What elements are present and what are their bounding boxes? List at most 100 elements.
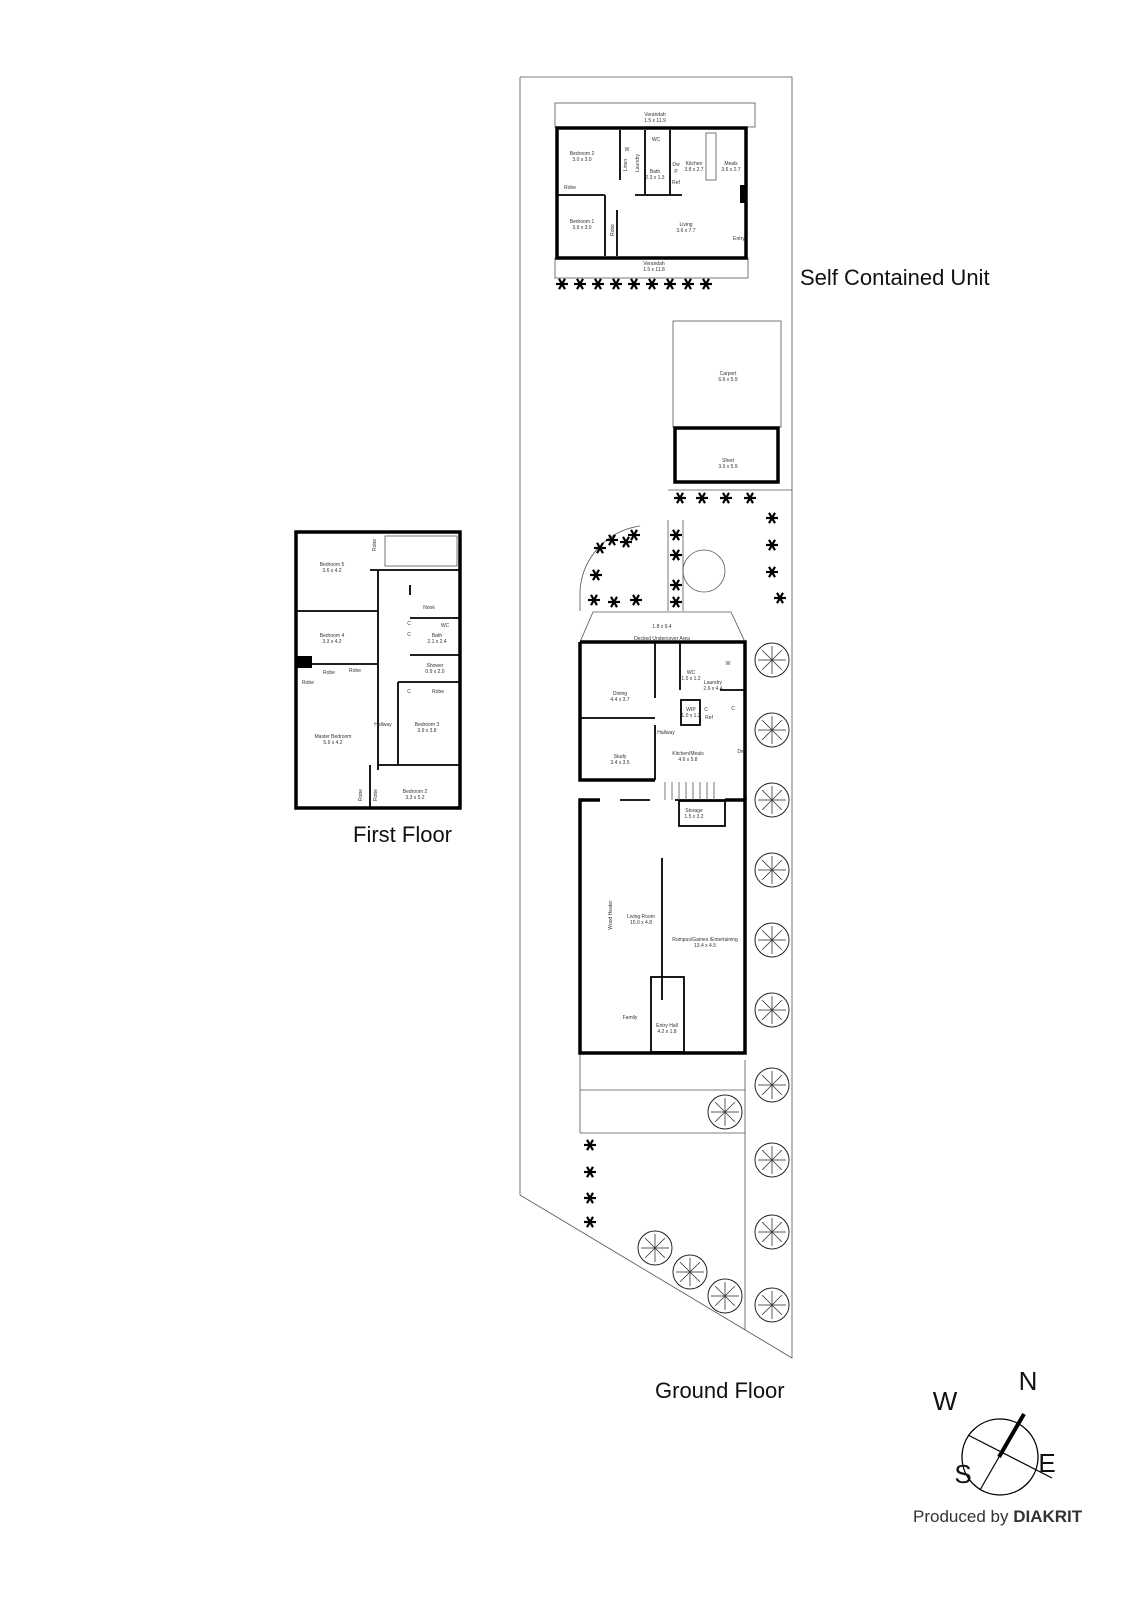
room-size: 1.5 x 11.8 [643,267,665,273]
credit-text: Produced by DIAKRIT [913,1507,1083,1526]
room-label: Study [614,754,627,760]
shrub-icon [594,542,606,554]
tree-icon [637,1230,673,1266]
room-label: Shed [722,458,734,464]
room-label: Bath [650,169,661,175]
shrub-icon [588,594,600,606]
room-label: W [625,147,630,153]
shrub-icon [628,278,640,290]
tree-icon [754,992,790,1028]
room-label: Dw [672,162,680,168]
shrub-icon [682,278,694,290]
shrub-icon [700,278,712,290]
room-label: Bath [432,633,443,639]
room-size: 6.6 x 5.9 [718,377,737,383]
tree-icon [754,922,790,958]
room-size: 2.1 x 2.4 [427,639,446,645]
room-label: Rumpus/Games /Entertaining [672,937,738,943]
room-size: 3.3 x 5.2 [405,795,424,801]
shrub-icon [670,529,682,541]
tree-icon [754,712,790,748]
shrub-icon [720,492,732,504]
room-label: WIP [686,707,696,713]
tree-icon [672,1254,708,1290]
room-label: C [731,706,735,712]
room-size: 1.5 x 1.2 [681,676,700,682]
shrub-icon [592,278,604,290]
room-label: Robe [323,670,335,676]
shrub-icon [610,278,622,290]
shrub-icon [646,278,658,290]
shrub-icon [766,566,778,578]
room-size: 5.6 x 4.2 [323,740,342,746]
tree-icon [707,1278,743,1314]
room-size: 1.0 x 1.2 [681,713,700,719]
room-label: Verandah [644,112,666,118]
room-label: Robe [564,185,576,191]
room-size: 3.4 x 3.5 [610,760,629,766]
tree-icon [707,1094,743,1130]
room-label: Ref [672,180,680,186]
room-size: 3.8 x 2.7 [684,167,703,173]
room-label: Decked Undercover Area [634,636,690,642]
compass-needle [997,1412,1026,1459]
shrub-icon [630,594,642,606]
lot-boundary [519,76,793,1359]
shrub-icon [584,1216,596,1228]
room-size: 3.6 x 7.7 [676,228,695,234]
room-size: 3.6 x 3.0 [572,225,591,231]
room-label: WC [441,623,450,629]
room-size: 3.6 x 4.2 [322,568,341,574]
room-label: Entry [733,236,745,242]
compass-icon [961,1418,1053,1496]
room-label: Robe [302,680,314,686]
landscaping [556,278,790,1323]
room-label: C [407,632,411,638]
shrub-icon [744,492,756,504]
shrub-icon [628,529,640,541]
shrub-icon [584,1192,596,1204]
room-label: C [407,621,411,627]
room-size: 4.4 x 3.7 [610,697,629,703]
tree-icon [754,1142,790,1178]
room-size: 3.9 x 3.8 [417,728,436,734]
shrub-icon [574,278,586,290]
room-label: Living Room [627,914,655,920]
room-label: Robe [432,689,444,695]
ground-floor-title: Ground Floor [655,1378,785,1403]
room-label: Bedroom 4 [320,633,345,639]
shrub-icon [608,596,620,608]
shrub-icon [766,539,778,551]
compass-south: S [954,1459,971,1489]
room-label: Shower [427,663,444,669]
room-label: Meals [724,161,738,167]
room-label: Nook [423,605,435,611]
room-label: Robe [373,789,379,801]
room-label: Master Bedroom [315,734,352,740]
tree-icon [754,1214,790,1250]
room-size: 15.0 x 4.8 [630,920,652,926]
unit-title: Self Contained Unit [800,265,990,290]
room-label: WC [652,137,661,143]
room-label: Kitchen [686,161,703,167]
room-size: 1.8 x 9.4 [652,624,671,630]
first-floor-plan [294,530,462,810]
room-label: Dining [613,691,627,697]
room-label: Entry Hall [656,1023,678,1029]
shrub-icon [606,534,618,546]
room-label: Wood Heater [608,900,614,930]
room-label: Laundry [704,680,723,686]
room-size: 13.4 x 4.5 [694,943,716,949]
outbuildings [672,320,782,484]
room-label: Robe [358,789,364,801]
compass-west: W [933,1386,958,1416]
room-label: Dw [737,749,745,755]
shrub-icon [556,278,568,290]
room-label: Carport [720,371,737,377]
room-size: 1.5 x 3.2 [684,814,703,820]
room-size: 4.6 x 5.8 [678,757,697,763]
shrub-icon [696,492,708,504]
shrub-icon [670,579,682,591]
room-size: 2.3 x 1.3 [645,175,664,181]
